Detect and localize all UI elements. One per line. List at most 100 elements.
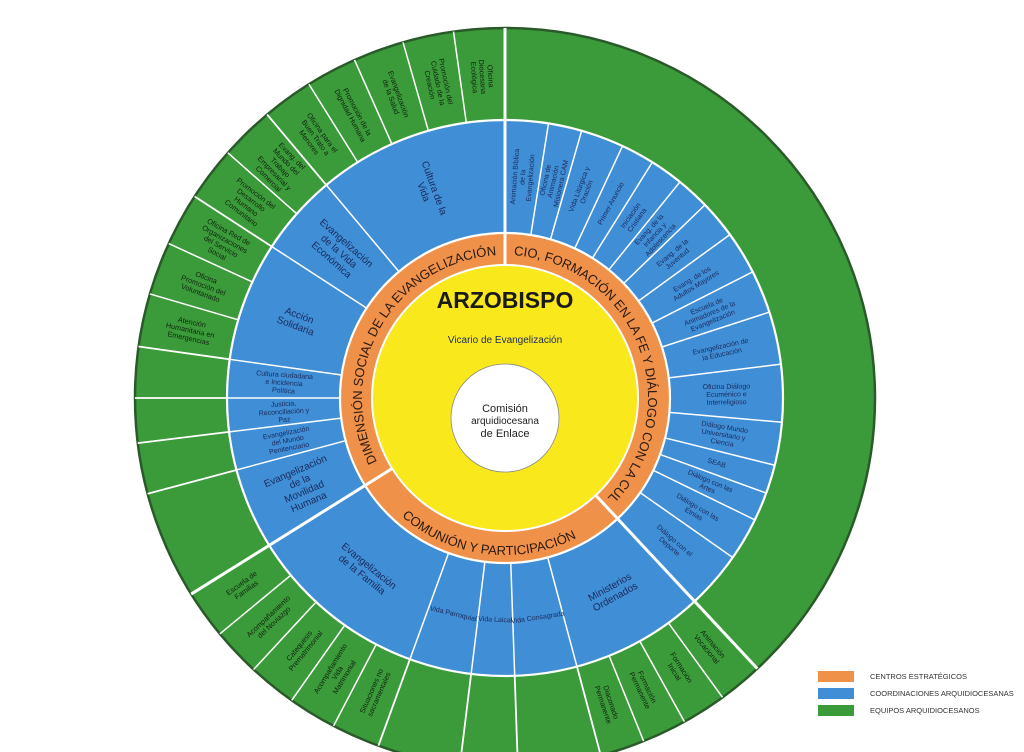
coordination-segment: [271, 185, 399, 309]
coordination-label: Animación Bíblicade laEvangelización: [510, 149, 537, 206]
coordination-segment: [229, 418, 346, 470]
legend-swatch: [818, 688, 854, 699]
separator-line: [530, 123, 550, 236]
commission-line-2: arquidiocesana: [471, 416, 539, 427]
coordination-segment: [574, 146, 653, 259]
coordination-segment: [227, 398, 342, 432]
coordination-segment: [668, 364, 783, 423]
coordination-segment: [623, 204, 730, 302]
separator-line: [608, 655, 645, 742]
coordination-segment: [409, 553, 485, 674]
coordinations-ring: [227, 120, 783, 676]
separator-line: [291, 624, 346, 701]
center-title: ARZOBISPO: [437, 287, 574, 313]
ring-divider: [338, 231, 672, 565]
separator-line: [623, 204, 706, 284]
legend-item-centers: CENTROS ESTRATÉGICOS: [818, 668, 1014, 685]
coordination-segment: [229, 246, 367, 376]
separator-line: [266, 113, 327, 186]
separator-line: [229, 358, 342, 376]
coordination-segment: [530, 123, 582, 240]
separator-line: [409, 552, 450, 660]
separators: [135, 28, 785, 752]
separator-line: [669, 411, 783, 423]
team-label: OficinaDiocesanaEcológica: [469, 59, 497, 96]
separator-line: [546, 557, 578, 667]
coordination-segment: [592, 162, 680, 270]
separator-line: [452, 31, 468, 123]
separator-line: [353, 59, 393, 145]
separator-line: [271, 245, 368, 309]
separator-line: [591, 161, 653, 259]
separator-line: [652, 469, 756, 521]
separator-line: [227, 152, 298, 215]
separator-line: [308, 83, 359, 163]
coordination-label: Oficina DiálogoEcuménico eInterreligioso: [703, 383, 751, 407]
separator-line: [460, 673, 473, 752]
commission-line-1: Comisión: [482, 403, 528, 415]
separator-line: [639, 640, 686, 722]
separator-line: [651, 271, 754, 324]
separator-line: [149, 293, 239, 321]
separator-line: [639, 492, 734, 559]
legend: CENTROS ESTRATÉGICOS COORDINACIONES ARQU…: [818, 668, 1014, 719]
commission-circle: [450, 363, 560, 473]
center-segment: [339, 233, 505, 486]
separator-line: [332, 644, 377, 727]
separator-line: [168, 242, 253, 283]
coordination-segment: [510, 557, 577, 676]
coordination-segment: [505, 120, 549, 236]
coordination-label: Vida Laical: [478, 616, 513, 625]
coordination-segment: [640, 470, 755, 558]
separator-line: [228, 417, 342, 433]
coordination-segment: [617, 492, 733, 602]
separator-line: [325, 184, 400, 273]
separator-line: [194, 195, 273, 248]
coordination-segment: [661, 312, 781, 378]
coordination-label: Justicia,Reconciliación yPaz: [258, 400, 310, 426]
legend-label: EQUIPOS ARQUIDIOCESANOS: [870, 706, 980, 715]
separator-line: [236, 439, 346, 471]
separator-line: [576, 666, 601, 752]
coordination-segment: [227, 359, 342, 398]
separator-line: [253, 601, 317, 670]
separator-line: [659, 453, 767, 494]
coordination-segment: [638, 234, 753, 324]
separator-line: [470, 561, 486, 675]
separator-line: [574, 145, 624, 249]
legend-label: COORDINACIONES ARQUIDIOCESANAS: [870, 689, 1014, 698]
coordination-segment: [660, 437, 775, 494]
separator-line: [137, 430, 230, 444]
coordination-segment: [608, 181, 705, 284]
separator-line: [402, 42, 430, 131]
separator-line: [661, 311, 770, 348]
separator-line: [667, 622, 724, 698]
separator-line: [190, 467, 394, 596]
separator-line: [219, 574, 292, 635]
separator-line: [138, 345, 230, 361]
coordination-segment: [326, 120, 505, 272]
separator-line: [147, 469, 237, 495]
coordination-segment: [236, 440, 366, 546]
legend-label: CENTROS ESTRATÉGICOS: [870, 672, 967, 681]
separator-line: [638, 233, 731, 302]
separator-line: [549, 130, 583, 240]
legend-item-teams: EQUIPOS ARQUIDIOCESANOS: [818, 702, 1014, 719]
center-segment: [365, 468, 618, 563]
coordination-segment: [652, 271, 770, 348]
separator-line: [668, 363, 782, 379]
legend-swatch: [818, 671, 854, 682]
center-subtitle: Vicario de Evangelización: [448, 335, 562, 346]
coordination-segment: [665, 412, 782, 466]
separator-line: [510, 562, 516, 676]
coordination-segment: [653, 454, 767, 520]
legend-item-coordinations: COORDINACIONES ARQUIDIOCESANAS: [818, 685, 1014, 702]
separator-line: [513, 675, 519, 752]
separator-line: [377, 658, 411, 746]
ring-divider: [225, 118, 785, 678]
separator-line: [664, 437, 775, 466]
coordination-label: Cultura ciudadanae IncidenciaPolítica: [255, 370, 313, 397]
commission-line-3: de Enlace: [481, 428, 530, 440]
separator-line: [608, 181, 681, 271]
